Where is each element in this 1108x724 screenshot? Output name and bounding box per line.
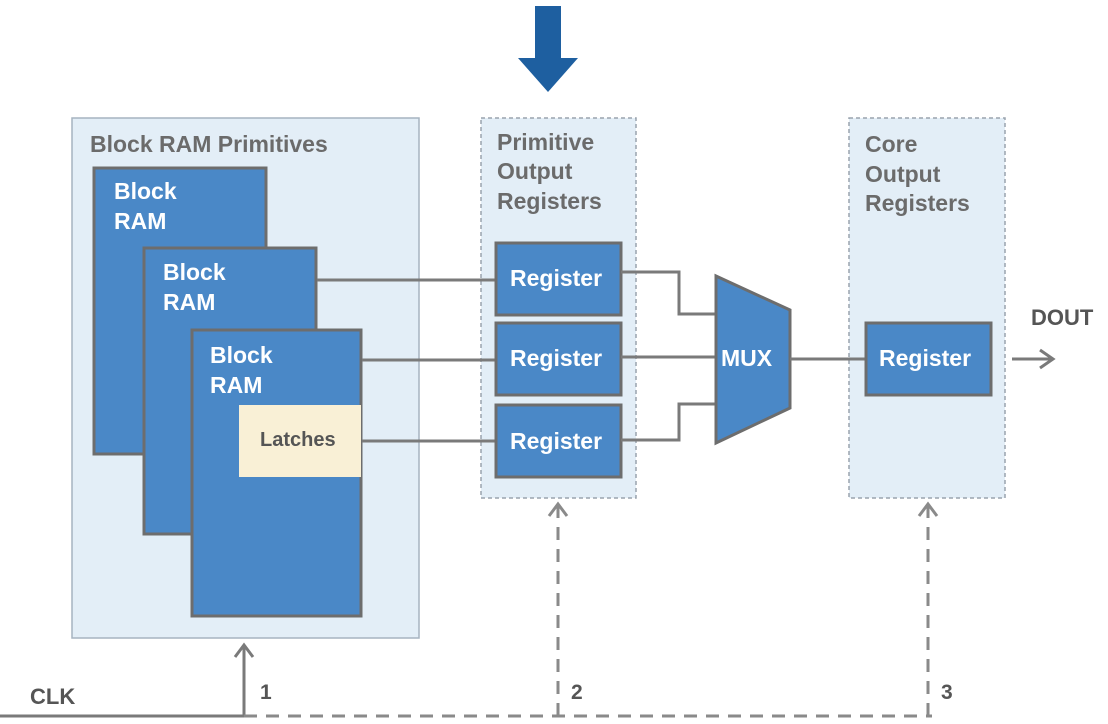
core-output-registers-title: Core Output Registers — [865, 131, 970, 216]
latches-block: Latches — [239, 405, 361, 477]
svg-text:MUX: MUX — [721, 345, 773, 371]
svg-text:Block RAM: Block RAM — [210, 342, 279, 398]
clock-tap-1-label: 1 — [260, 681, 272, 704]
register-to-mux-wires — [621, 270, 716, 442]
clock-tap-2-arrow-icon — [547, 501, 569, 517]
clk-label: CLK — [30, 684, 75, 709]
primitive-output-registers-title: Primitive Output Registers — [497, 129, 602, 214]
svg-text:Latches: Latches — [260, 429, 336, 451]
mux-block: MUX — [714, 273, 792, 446]
svg-text:Register: Register — [879, 345, 971, 371]
core-register: Register — [864, 321, 993, 397]
primitive-register-1: Register — [494, 241, 623, 317]
dout-label: DOUT — [1031, 305, 1094, 330]
clock-solid-wires — [0, 645, 246, 718]
right-arrow-icon — [1012, 348, 1056, 370]
clock-tap-3-arrow-icon — [917, 501, 939, 517]
svg-text:Register: Register — [510, 345, 602, 371]
svg-text:Block RAM: Block RAM — [114, 178, 183, 234]
bram-primitives-title: Block RAM Primitives — [90, 131, 328, 157]
svg-text:Block RAM: Block RAM — [163, 259, 232, 315]
primitive-register-2: Register — [494, 321, 623, 397]
clock-tap-3-label: 3 — [941, 681, 953, 704]
clock-dashed-wires — [244, 506, 932, 718]
clock-tap-2-label: 2 — [571, 681, 583, 704]
up-arrow-icon — [233, 642, 255, 658]
down-arrow-icon — [518, 6, 578, 92]
svg-text:Register: Register — [510, 265, 602, 291]
bram-to-register-wires — [317, 278, 496, 443]
core-output-registers-panel — [848, 117, 1006, 499]
primitive-register-3: Register — [494, 403, 623, 479]
svg-text:Register: Register — [510, 428, 602, 454]
